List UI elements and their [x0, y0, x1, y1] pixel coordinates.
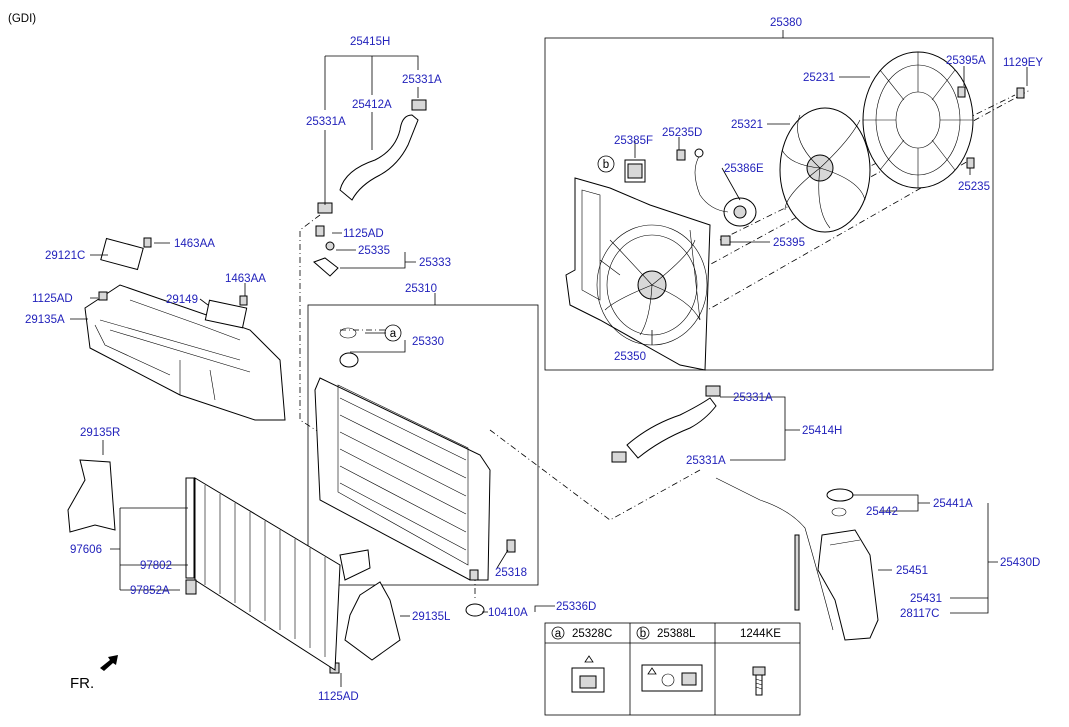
- callout-a: a: [384, 324, 402, 342]
- variant-label: (GDI): [8, 13, 36, 25]
- part-25331A[interactable]: 25331A: [686, 455, 726, 467]
- front-label: FR.: [70, 675, 94, 692]
- fan-shroud: [565, 177, 711, 371]
- part-29149[interactable]: 29149: [166, 294, 198, 306]
- part-25430D[interactable]: 25430D: [1000, 557, 1040, 569]
- part-1125AD[interactable]: 1125AD: [318, 691, 359, 703]
- part-25412A[interactable]: 25412A: [352, 99, 392, 111]
- condenser: [185, 477, 371, 671]
- part-10410A[interactable]: 10410A: [488, 607, 528, 619]
- part-25321[interactable]: 25321: [731, 119, 763, 131]
- front-arrow-icon: [100, 655, 118, 671]
- part-29135A[interactable]: 29135A: [25, 314, 65, 326]
- fan-motor: [694, 148, 757, 227]
- part-25414H[interactable]: 25414H: [802, 425, 842, 437]
- part-25431[interactable]: 25431: [910, 593, 942, 605]
- part-25385F[interactable]: 25385F: [614, 135, 653, 147]
- resistor: [624, 159, 646, 183]
- hose-bracket: [313, 225, 339, 277]
- part-25235D[interactable]: 25235D: [662, 127, 702, 139]
- part-25335[interactable]: 25335: [358, 245, 390, 257]
- part-25386E[interactable]: 25386E: [724, 163, 764, 175]
- part-25350[interactable]: 25350: [614, 351, 646, 363]
- assembly-line: [689, 159, 971, 321]
- radiator: [314, 377, 491, 581]
- part-29135L[interactable]: 29135L: [412, 611, 451, 623]
- legend-marker-a: a: [555, 628, 562, 640]
- bolts-fan: [676, 86, 1025, 246]
- part-25331A[interactable]: 25331A: [402, 74, 442, 86]
- legend-marker-b: b: [640, 628, 646, 640]
- warning-label-icon: [641, 664, 703, 692]
- part-25330[interactable]: 25330: [412, 336, 444, 348]
- part-1463AA[interactable]: 1463AA: [174, 238, 215, 250]
- part-25333[interactable]: 25333: [419, 257, 451, 269]
- air-guard-upper: [84, 237, 286, 421]
- air-guard-left: [329, 581, 401, 674]
- fan-guard: [862, 51, 974, 189]
- drain-plug: [465, 603, 485, 617]
- part-97802[interactable]: 97802: [140, 560, 172, 572]
- svg-text:b: b: [603, 159, 609, 171]
- part-25310[interactable]: 25310: [405, 283, 437, 295]
- part-25336D[interactable]: 25336D: [556, 601, 596, 613]
- part-1129EY[interactable]: 1129EY: [1003, 57, 1043, 69]
- part-25318[interactable]: 25318: [495, 567, 527, 579]
- part-97852A[interactable]: 97852A: [130, 585, 170, 597]
- svg-text:a: a: [390, 328, 397, 340]
- fan-blade: [779, 107, 871, 233]
- upper-hose: [317, 99, 427, 214]
- part-25442[interactable]: 25442: [866, 506, 898, 518]
- radiator-cap: [339, 327, 359, 368]
- part-97606[interactable]: 97606: [70, 544, 102, 556]
- legend-part-25388L[interactable]: 25388L: [657, 628, 696, 640]
- legend-table: a 25328C b 25388L 1244KE: [544, 622, 801, 716]
- reservoir: [715, 477, 879, 641]
- part-25235[interactable]: 25235: [958, 181, 990, 193]
- callout-b: b: [597, 155, 615, 173]
- part-1125AD[interactable]: 1125AD: [343, 228, 384, 240]
- lower-hose: [611, 385, 721, 463]
- part-29121C[interactable]: 29121C: [45, 250, 85, 262]
- part-25441A[interactable]: 25441A: [933, 498, 973, 510]
- caution-label-icon: [571, 655, 605, 693]
- part-25380[interactable]: 25380: [770, 17, 802, 29]
- leader-lines: [70, 30, 1028, 687]
- part-25395A[interactable]: 25395A: [946, 55, 986, 67]
- part-25415H[interactable]: 25415H: [350, 36, 390, 48]
- part-25331A[interactable]: 25331A: [306, 116, 346, 128]
- part-25395[interactable]: 25395: [773, 237, 805, 249]
- fan-assembly-box: [544, 37, 994, 371]
- legend-part-25328C[interactable]: 25328C: [572, 628, 612, 640]
- part-28117C[interactable]: 28117C: [900, 608, 939, 620]
- part-29135R[interactable]: 29135R: [80, 427, 120, 439]
- part-1125AD[interactable]: 1125AD: [32, 293, 73, 305]
- part-25451[interactable]: 25451: [896, 565, 928, 577]
- bolt-icon: [752, 666, 766, 696]
- bracket-25318: [506, 539, 516, 553]
- radiator-box: [307, 304, 539, 586]
- part-25331A[interactable]: 25331A: [733, 392, 773, 404]
- legend-part-1244KE[interactable]: 1244KE: [740, 628, 781, 640]
- air-guard-right: [67, 459, 116, 533]
- assembly-line: [489, 429, 701, 521]
- part-1463AA[interactable]: 1463AA: [225, 273, 266, 285]
- part-25231[interactable]: 25231: [803, 72, 835, 84]
